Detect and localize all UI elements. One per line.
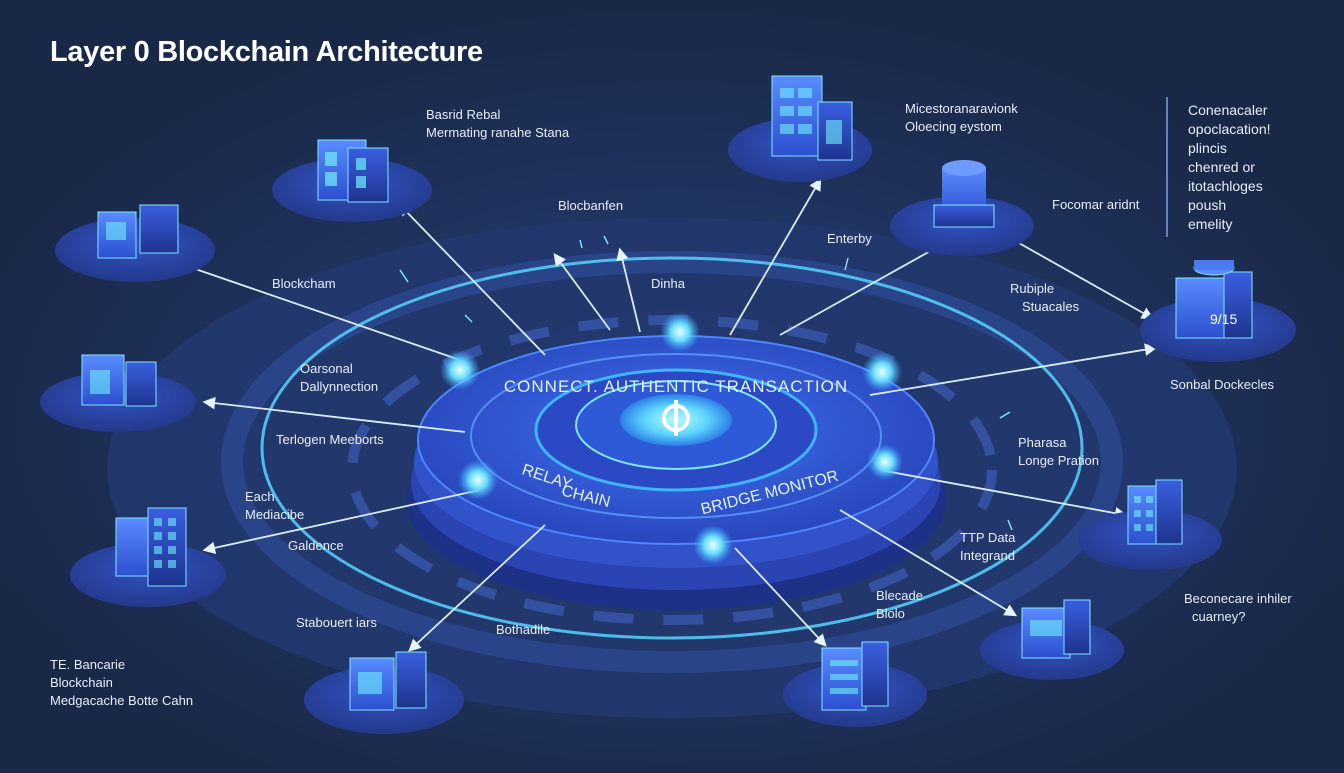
label-line: Stuacales xyxy=(1022,299,1080,314)
label-bacade: Blecade Blolo xyxy=(876,587,923,623)
label-line: TTP Data xyxy=(960,530,1016,545)
glow-node xyxy=(458,460,498,500)
ring-ticks xyxy=(399,235,1013,531)
warehouse-icon xyxy=(1021,599,1091,659)
glow-ring xyxy=(260,256,1084,640)
arrow xyxy=(734,547,827,647)
glow-node xyxy=(862,352,902,392)
arrow xyxy=(202,396,466,433)
storage-cube-icon: 9/15 xyxy=(1175,260,1253,339)
arrow xyxy=(553,252,611,331)
building-tower-icon xyxy=(115,507,187,587)
server-rack-icon xyxy=(771,75,853,161)
pink-tile-text: 9/15 xyxy=(1210,311,1237,327)
glow-nodes xyxy=(440,312,903,565)
label-line: Each xyxy=(245,489,275,504)
glow-node xyxy=(440,350,480,390)
label-line: Medgacache Botte Cahn xyxy=(50,693,194,708)
gateway-tile-icon xyxy=(97,204,179,259)
page-title: Layer 0 Blockchain Architecture xyxy=(50,36,483,68)
label-line: Blecade xyxy=(876,588,923,603)
label-line: Mediacibe xyxy=(245,507,305,522)
label-line: Longe Pration xyxy=(1018,453,1099,468)
label-blockchain-left: Blockcham xyxy=(272,276,336,291)
side-note: Conenacaler opoclacation! plincis chenre… xyxy=(1188,101,1271,234)
label-galdence: Galdence xyxy=(288,538,344,553)
side-note-line: emelity xyxy=(1188,216,1233,232)
square-panel-icon xyxy=(81,354,157,407)
arrow xyxy=(869,343,1158,396)
side-note-line: itotachloges xyxy=(1188,178,1263,194)
label-line: cuarney? xyxy=(1192,609,1246,624)
label-tp-data: TTP Data Integrand xyxy=(960,529,1015,565)
label-line: TE. Bancarie xyxy=(50,657,126,672)
data-building-icon xyxy=(1127,479,1183,545)
label-line: Mermating ranahe Stana xyxy=(426,125,570,140)
label-bottom-right: Beconecare inhiler cuarney? xyxy=(1184,590,1292,626)
label-line: Oarsonal xyxy=(300,361,353,376)
glow-node xyxy=(660,312,700,352)
label-sonbal: Sonbal Dockecles xyxy=(1170,377,1275,392)
label-tertogen: Terlogen Meeborts xyxy=(276,432,384,447)
glow-node xyxy=(867,444,903,480)
side-note-line: chenred or xyxy=(1188,159,1255,175)
label-pharasa: Pharasa Longe Pration xyxy=(1018,434,1099,470)
arrow xyxy=(408,524,546,652)
side-note-line: Conenacaler xyxy=(1188,102,1268,118)
side-note-line: poush xyxy=(1188,197,1227,213)
label-bothedule: Bothadile xyxy=(496,622,551,637)
label-data: Dinha xyxy=(651,276,685,291)
cylinder-database-icon xyxy=(933,160,995,228)
label-line: Blockchain xyxy=(50,675,113,690)
arrow xyxy=(729,177,822,336)
inner-ring-1 xyxy=(470,353,882,519)
label-line: Pharasa xyxy=(1018,435,1067,450)
label-stabourt: Stabouert iars xyxy=(296,615,377,630)
label-ruble: Rubiple Stuacales xyxy=(1010,280,1079,316)
side-note-line: plincis xyxy=(1188,140,1227,156)
arrow xyxy=(202,489,481,555)
arrow xyxy=(879,469,1128,520)
outer-track xyxy=(221,251,1123,673)
label-personal: Oarsonal Dallynnection xyxy=(300,360,378,396)
label-focmar: Focomar aridnt xyxy=(1052,197,1140,212)
side-note-line: opoclacation! xyxy=(1188,121,1271,137)
glow-node xyxy=(693,525,733,565)
arrow xyxy=(1009,237,1155,320)
side-note-rule xyxy=(1166,97,1168,237)
label-line: Blolo xyxy=(876,606,905,621)
label-line: Oloecing eystom xyxy=(905,119,1002,134)
label-basic-rebal: Basrid Rebal Mermating ranahe Stana xyxy=(426,106,569,142)
cube-server-icon xyxy=(317,139,389,203)
label-line: Micestoranaravionk xyxy=(905,101,1018,116)
panel-screen-icon xyxy=(349,651,427,711)
core-logo-icon xyxy=(662,400,690,436)
ring-text-top: CONNECT. AUTHENTIC TRANSACTION xyxy=(504,377,848,396)
arrow xyxy=(839,509,1018,617)
label-entery: Enterby xyxy=(827,231,872,246)
server-stack-icon xyxy=(821,641,889,711)
label-line: Basrid Rebal xyxy=(426,107,501,122)
label-line: Dallynnection xyxy=(300,379,379,394)
label-microstorage: Micestoranaravionk Oloecing eystom xyxy=(905,100,1018,136)
label-line: Beconecare inhiler xyxy=(1184,591,1292,606)
arrow xyxy=(398,203,546,356)
label-each: Each Mediacibe xyxy=(245,488,304,524)
label-line: Integrand xyxy=(960,548,1015,563)
label-blockchain-top: Blocbanfen xyxy=(558,198,624,213)
arrow xyxy=(616,247,641,333)
connection-arrows xyxy=(172,177,1158,652)
arrow xyxy=(172,259,461,361)
label-bottom-left: TE. Bancarie Blockchain Medgacache Botte… xyxy=(50,656,193,710)
arrow xyxy=(779,238,953,336)
label-line: Rubiple xyxy=(1010,281,1055,296)
